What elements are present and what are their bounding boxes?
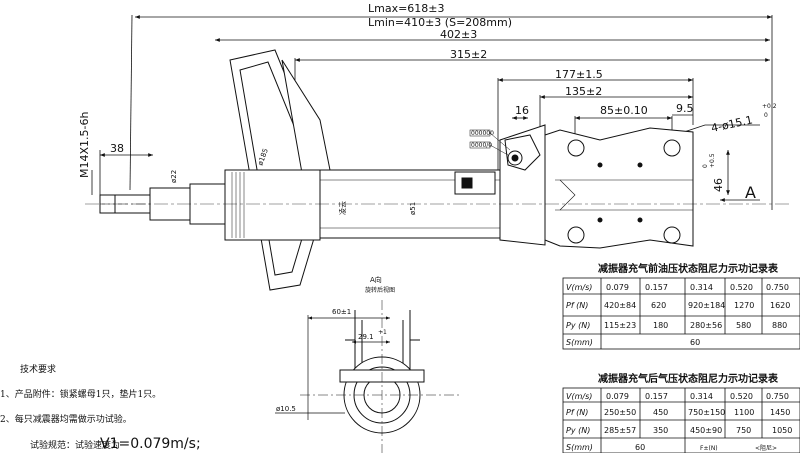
t2-r3c1: 60 <box>635 443 645 452</box>
damping-table-rear: 减振器充气后气压状态阻尼力示功记录表 V(m/s) 0.079 0.157 0.… <box>562 372 800 453</box>
body-stamp: 凌云 <box>338 201 347 215</box>
dim-315: 315±2 <box>450 48 487 61</box>
dim-46-tol2: 0 <box>702 164 709 168</box>
t1-r1c5: 1620 <box>770 301 790 310</box>
damping-table-front: 减振器充气前油压状态阻尼力示功记录表 V(m/s) 0.079 0.157 0.… <box>562 262 800 350</box>
view-a-title: A向 <box>370 275 382 284</box>
t2-r1c2: 450 <box>653 408 668 417</box>
t2-h1: 0.079 <box>606 392 629 401</box>
dim-29-1: 29.1 <box>358 333 374 341</box>
dim-46-tol: +0.5 <box>709 153 716 168</box>
dim-38: 38 <box>110 142 124 155</box>
technical-notes: 技术要求 1、产品附件：锁紧螺母1只，垫片1只。 2、每只减震器均需做示功试验。… <box>0 363 201 452</box>
t1-r2c2: 180 <box>653 321 668 330</box>
dim-holes: 4-ø15.1 <box>710 113 754 134</box>
notes-line-1: 1、产品附件：锁紧螺母1只，垫片1只。 <box>0 388 161 400</box>
dim-29-1-sup: +1 <box>378 329 387 336</box>
t2-h2: 0.157 <box>645 392 668 401</box>
view-a: A向 旋转后视图 60±1 29.1 +1 ø10.5 <box>275 275 460 453</box>
t1-r1c0: Pf (N) <box>566 301 588 310</box>
t1-h4: 0.520 <box>730 283 753 292</box>
notes-line-3-prefix: 试验规范：试验速度为 <box>30 439 120 451</box>
dim-46: 46 <box>712 178 725 192</box>
t2-r1c3: 750±150 <box>688 408 725 417</box>
dim-thread: M14X1.5-6h <box>78 112 91 178</box>
t2-r3c0: S(mm) <box>566 443 593 452</box>
t2-r2c1: 285±57 <box>604 426 636 435</box>
t1-r2c5: 880 <box>772 321 787 330</box>
view-a-subtitle: 旋转后视图 <box>365 286 395 294</box>
t1-h1: 0.079 <box>606 283 629 292</box>
t2-r1c1: 250±50 <box>604 408 636 417</box>
dim-holes-tol-lower: 0 <box>764 112 768 119</box>
t1-r1c3: 920±184 <box>688 301 725 310</box>
notes-line-2: 2、每只减震器均需做示功试验。 <box>0 413 132 425</box>
dim-9-5: 9.5 <box>676 102 694 115</box>
strut-body <box>85 49 790 291</box>
t2-r2c4: 750 <box>736 426 751 435</box>
t1-r2c1: 115±23 <box>604 321 636 330</box>
t1-r3c1: 60 <box>690 338 700 347</box>
t2-r2c0: Py (N) <box>566 426 590 435</box>
notes-line-3-value: V1=0.079m/s; <box>100 436 201 452</box>
t1-r2c3: 280±56 <box>690 321 722 330</box>
t2-r1c0: Pf (N) <box>566 408 588 417</box>
tag-label-2: 0000/0 <box>471 142 492 149</box>
t2-r2c3: 450±90 <box>690 426 722 435</box>
t2-r3c5: <阻尼> <box>755 444 777 452</box>
t1-r2c0: Py (N) <box>566 321 590 330</box>
part-tags: 000000 0000/0 <box>469 129 511 156</box>
notes-heading: 技术要求 <box>20 363 56 375</box>
dim-phi51: ø51 <box>409 202 417 215</box>
dimension-texts: Lmax=618±3 Lmin=410±3 (S=208mm) 402±3 31… <box>78 2 777 215</box>
dim-402: 402±3 <box>440 28 477 41</box>
t2-r2c5: 1050 <box>772 426 792 435</box>
t2-h5: 0.750 <box>766 392 789 401</box>
dim-holes-tol-upper: +0.2 <box>762 103 777 110</box>
t2-h0: V(m/s) <box>566 392 592 401</box>
t2-r1c5: 1450 <box>770 408 790 417</box>
t1-r2c4: 580 <box>736 321 751 330</box>
t1-r1c4: 1270 <box>734 301 754 310</box>
dim-phi10-5: ø10.5 <box>276 405 296 413</box>
t2-r2c2: 350 <box>653 426 668 435</box>
t1-r3c0: S(mm) <box>566 338 593 347</box>
table-rear-title: 减振器充气后气压状态阻尼力示功记录表 <box>598 372 779 385</box>
t1-h3: 0.314 <box>690 283 713 292</box>
dim-phi22: ø22 <box>170 170 178 183</box>
t1-h5: 0.750 <box>766 283 789 292</box>
dim-177: 177±1.5 <box>555 68 603 81</box>
t2-h3: 0.314 <box>690 392 713 401</box>
t1-h0: V(m/s) <box>566 283 592 292</box>
dim-lmin: Lmin=410±3 (S=208mm) <box>368 16 512 29</box>
dim-85: 85±0.10 <box>600 104 648 117</box>
t2-r1c4: 1100 <box>734 408 754 417</box>
view-marker-a: A <box>745 183 756 202</box>
t2-r3c3: F±(N) <box>700 445 718 452</box>
dim-60: 60±1 <box>332 308 351 316</box>
t1-r1c2: 620 <box>651 301 666 310</box>
t1-r1c1: 420±84 <box>604 301 636 310</box>
table-front-title: 减振器充气前油压状态阻尼力示功记录表 <box>598 262 779 275</box>
dim-lmax: Lmax=618±3 <box>368 2 445 15</box>
dim-135: 135±2 <box>565 85 602 98</box>
t2-h4: 0.520 <box>730 392 753 401</box>
tag-label-1: 000000 <box>471 130 494 137</box>
dim-16: 16 <box>515 104 529 117</box>
t1-h2: 0.157 <box>645 283 668 292</box>
